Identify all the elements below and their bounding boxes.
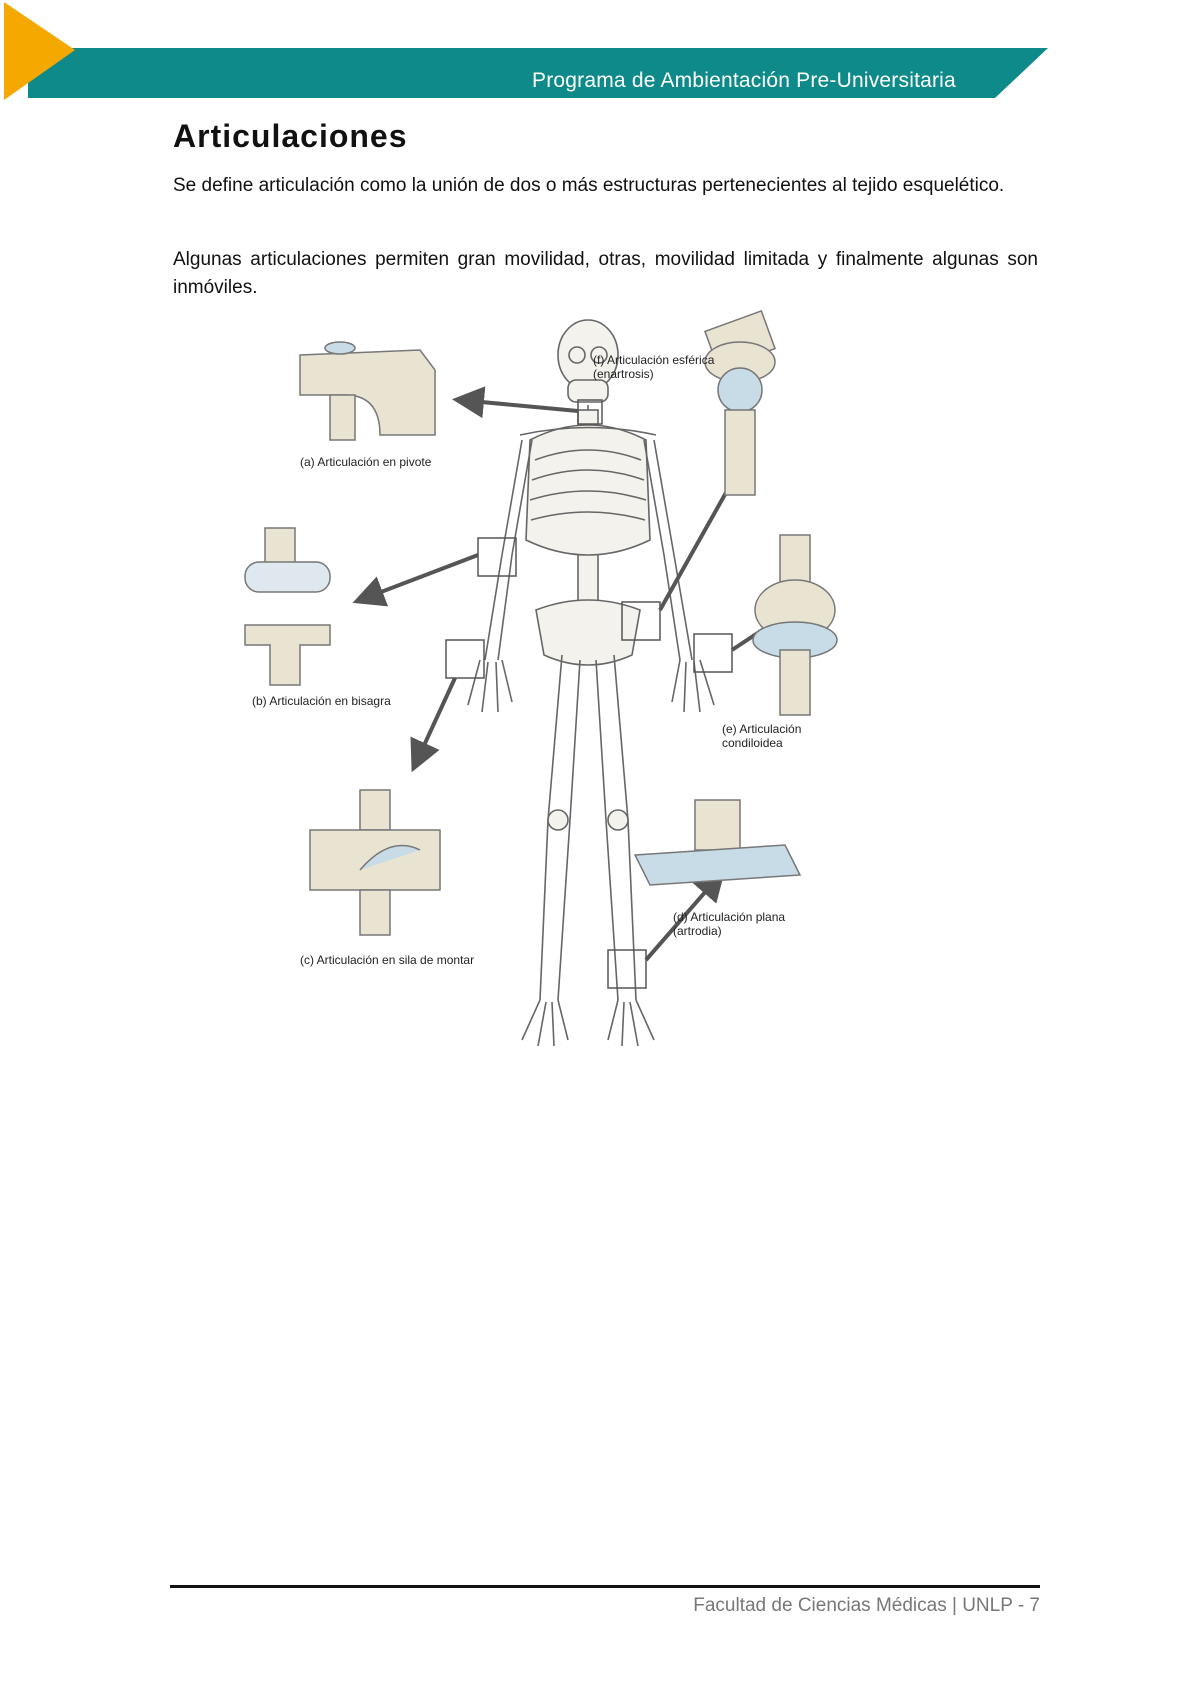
paragraph-definition: Se define articulación como la unión de … [173,175,1005,196]
condyloid-joint-illustration [752,534,838,716]
footer-divider [170,1585,1040,1588]
label-pivot: (a) Articulación en pivote [300,455,432,469]
skeleton [467,319,715,1047]
skeleton-illustration [244,309,838,1047]
page-header: Programa de Ambientación Pre-Universitar… [0,0,1200,110]
saddle-joint-illustration [309,789,441,936]
plane-joint-illustration [633,799,802,886]
ball-socket-joint-illustration [704,309,776,496]
header-banner [4,2,1048,100]
label-hinge: (b) Articulación en bisagra [252,694,391,708]
paragraph-mobility: Algunas articulaciones permiten gran mov… [173,249,1038,298]
pivot-joint-illustration [299,341,436,441]
footer-text: Facultad de Ciencias Médicas | UNLP - 7 [693,1595,1040,1616]
joints-figure: (a) Articulación en pivote (b) Articulac… [240,309,940,1140]
section-title: Articulaciones [173,118,408,154]
label-saddle: (c) Articulación en sila de montar [300,953,475,967]
hinge-joint-illustration [244,527,331,686]
label-plane: (d) Articulación plana(artrodia) [673,910,786,938]
label-ball-socket: (f) Articulación esférica(enartrosis) [593,353,715,381]
program-title: Programa de Ambientación Pre-Universitar… [532,69,956,92]
